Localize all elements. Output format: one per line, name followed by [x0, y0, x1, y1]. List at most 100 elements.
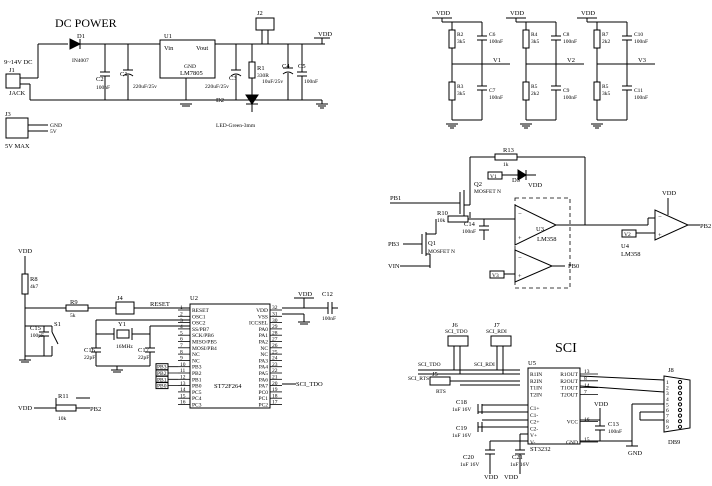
resistor-r5b [593, 81, 601, 101]
u4-ref: U4 [621, 243, 630, 250]
u3b-opamp [514, 249, 554, 283]
u2-net-label: PB0 [157, 384, 167, 390]
j3-connector-section: J3 GND 5V 5V MAX [5, 111, 62, 150]
u2-pin-label-right: PC0 [259, 390, 269, 396]
divider1-vdd: VDD [436, 10, 450, 17]
c20-ref: C20 [463, 454, 474, 461]
mcu-vdd-top: VDD [298, 291, 312, 298]
r11-ref: R11 [58, 393, 69, 400]
u2-pin-label-right: VDD [256, 308, 268, 314]
u5-pin-label-left: R2IN [530, 379, 542, 385]
q2-ref: Q2 [474, 181, 482, 188]
u2-pin-label-left: PC3 [192, 403, 202, 409]
c13-value: 100nF [608, 429, 622, 435]
u2-pin-num-left: 2 [180, 312, 183, 318]
analog-v3: V3 [492, 273, 499, 279]
u2-pin-label-left: PC5 [192, 390, 202, 396]
u2-pin-label-left: PB2 [192, 371, 202, 377]
sci-gnd: GND [628, 450, 642, 457]
u2-pin-num-left: 11 [180, 368, 186, 374]
u2-pin-label-right: PC2 [259, 403, 269, 409]
u2-pin-num-right: 19 [272, 387, 278, 393]
u2-net-label: PB1 [157, 377, 167, 383]
u2-pin-num-right: 23 [272, 362, 278, 368]
u5-pin-label-right: T2OUT [561, 392, 579, 398]
db9-pin-dot [677, 413, 683, 418]
q1-part: MOSFET N [428, 249, 455, 255]
u2-pin-num-right: 28 [272, 330, 278, 336]
u5-pin-label-left: C1- [530, 413, 538, 419]
db9-pin-number: 1 [666, 380, 669, 386]
u3-part: LM358 [537, 236, 557, 243]
u2-part: ST72F264 [214, 383, 242, 390]
c5-value: 100nF [304, 79, 318, 85]
u2-pin-label-left: PB0 [192, 384, 202, 390]
j5-ref: J5 [432, 371, 438, 378]
u2-pin-num-right: 24 [272, 356, 278, 362]
j5-header [429, 376, 451, 386]
r8-ref: R8 [30, 276, 38, 283]
c15-value: 100pF [30, 333, 44, 339]
u2-pin-num-right: 26 [272, 343, 278, 349]
c11-value: 100nF [634, 95, 648, 101]
db9-pin-number: 7 [666, 414, 669, 420]
u2-pin-label-right: PA3 [259, 358, 269, 364]
r4-value: 3k5 [531, 39, 540, 45]
j6-header [447, 335, 469, 347]
dc-power-title: DC POWER [55, 16, 117, 30]
u2-pin-num-right: 18 [272, 393, 278, 399]
u1-part: LM7805 [180, 70, 203, 77]
sci-vdd-bottom: VDD [484, 474, 498, 481]
u2-pin-num-left: 15 [180, 393, 186, 399]
u2-pin-num-right: 22 [272, 368, 278, 374]
j3-pin1: GND [50, 123, 62, 129]
r1-value: 330R [257, 73, 269, 79]
c9-ref: C9 [563, 88, 570, 94]
u2-pin-label-left: NC [192, 358, 200, 364]
c6-ref: C6 [489, 32, 496, 38]
r7-value: 2k2 [602, 39, 611, 45]
r11-pb2-net: PB2 [90, 406, 101, 413]
u5-pin-label-right: R2OUT [560, 379, 578, 385]
resistor-r3 [448, 81, 456, 101]
r8-value: 4k7 [30, 284, 39, 290]
u5-pin-num-right: 8 [584, 376, 587, 382]
j2-ref: J2 [257, 10, 263, 17]
c19-value: 1uF 16V [452, 433, 471, 439]
u2-pin-label-left: PC4 [192, 396, 202, 402]
u2-pin-label-right: PA2 [259, 340, 269, 346]
c8-ref: C8 [563, 32, 570, 38]
pb2-out-net: PB2 [700, 223, 711, 230]
j7-ref: J7 [494, 322, 501, 329]
divider-group-1: VDD R2 3k5 R3 3k5 C6 100nF C7 100nF [432, 10, 510, 129]
c5-ref: C5 [298, 63, 306, 70]
u2-pin-label-right: PA4 [259, 365, 269, 371]
power-vdd-label: VDD [318, 31, 332, 38]
c16-value: 22pF [84, 355, 95, 361]
resistor-r5a [522, 81, 530, 101]
resistor-r4 [522, 29, 530, 49]
c3-ref: C3 [229, 75, 237, 82]
q1-ref: Q1 [428, 240, 436, 247]
u2-pin-num-right: 27 [272, 337, 278, 343]
r4-ref: R4 [531, 32, 538, 38]
u2-net-label: PB3 [157, 365, 167, 371]
u4-plus: + [658, 232, 662, 239]
pb0-net: PB0 [568, 263, 579, 270]
u2-pin-num-left: 12 [180, 375, 186, 381]
r9-value: 5k [70, 313, 76, 319]
mcu-vdd-side: VDD [18, 405, 32, 412]
pb1-net: PB1 [390, 195, 401, 202]
analog-section: R13 1k V1 D3 VDD PB1 Q2 MOSFET N R10 10k… [388, 147, 711, 289]
resistor-r7 [593, 29, 601, 49]
r3-ref: R3 [457, 84, 464, 90]
reset-net: RESET [150, 301, 170, 308]
r2-value: 3k5 [457, 39, 466, 45]
db9-connector [663, 375, 691, 433]
db9-pin-number: 3 [666, 391, 669, 397]
u2-pin-label-right: PA1 [259, 333, 269, 339]
r9-ref: R9 [70, 299, 78, 306]
j3-ref: J3 [5, 111, 11, 118]
c17-value: 22pF [138, 355, 149, 361]
